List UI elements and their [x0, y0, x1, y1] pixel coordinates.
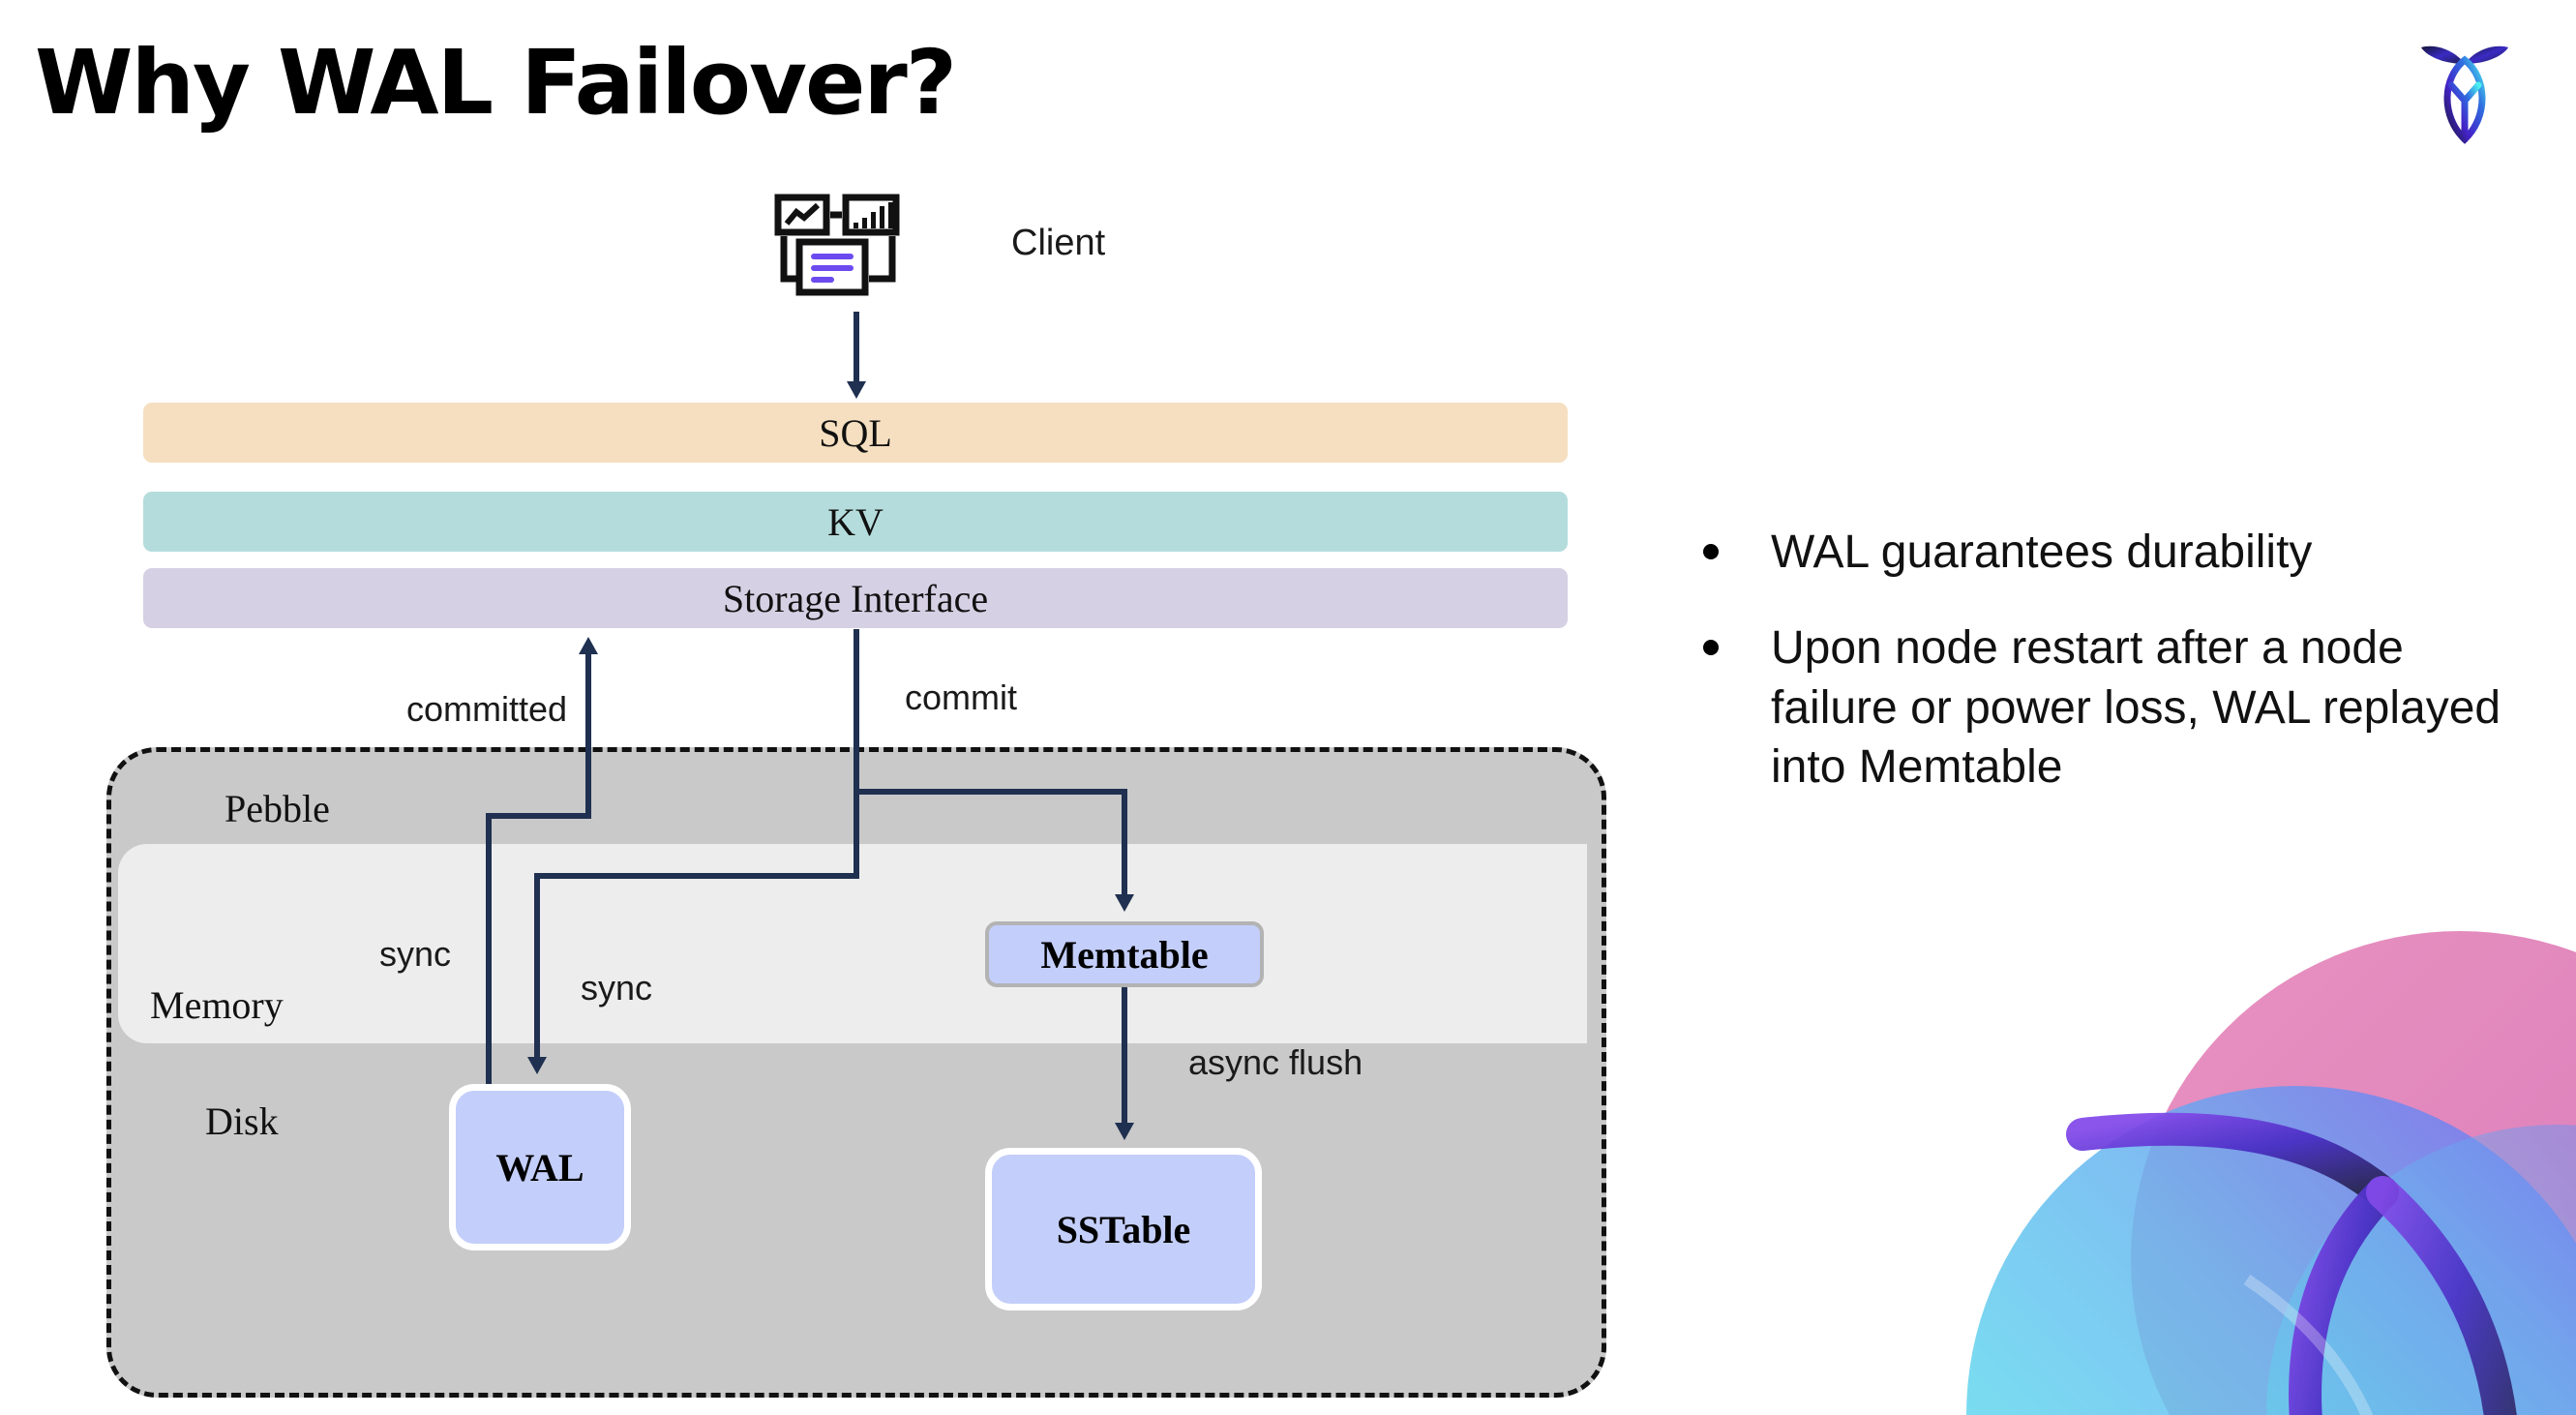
edge-label-committed: committed [406, 689, 568, 729]
node-label-memtable: Memtable [1040, 932, 1209, 977]
client-terminal-icon [774, 194, 900, 296]
layer-bar-kv: KV [143, 492, 1568, 552]
memory-region [118, 844, 1587, 1043]
layer-bar-sql: SQL [143, 403, 1568, 463]
layer-label-storage: Storage Interface [722, 576, 989, 620]
cockroach-logo-icon [2421, 45, 2508, 144]
bullet-text: Upon node restart after a node failure o… [1771, 622, 2501, 794]
bullet-text: WAL guarantees durability [1771, 527, 2313, 578]
client-label: Client [1011, 223, 1106, 263]
node-sstable: SSTable [985, 1148, 1262, 1310]
disk-label: Disk [205, 1099, 279, 1143]
cockroach-watermark-icon [1966, 931, 2576, 1415]
pebble-label: Pebble [225, 787, 330, 830]
edge-label-sync-right: sync [581, 968, 653, 1008]
edge-label-sync-left: sync [379, 934, 452, 974]
node-memtable: Memtable [985, 921, 1264, 987]
edge-label-commit: commit [905, 677, 1017, 717]
bullet-dot-icon [1703, 640, 1719, 656]
node-label-sstable: SSTable [1056, 1207, 1191, 1251]
list-item: WAL guarantees durability [1703, 523, 2516, 582]
memory-label: Memory [150, 983, 284, 1027]
node-wal: WAL [449, 1084, 631, 1250]
layer-bar-storage: Storage Interface [143, 568, 1568, 628]
bullet-dot-icon [1703, 544, 1719, 559]
list-item: Upon node restart after a node failure o… [1703, 618, 2516, 797]
bullet-list: WAL guarantees durability Upon node rest… [1703, 523, 2516, 834]
edge-label-async-flush: async flush [1188, 1042, 1363, 1082]
node-label-wal: WAL [495, 1145, 584, 1189]
layer-label-kv: KV [827, 499, 884, 544]
page-title: Why WAL Failover? [35, 31, 957, 135]
layer-label-sql: SQL [819, 410, 892, 455]
